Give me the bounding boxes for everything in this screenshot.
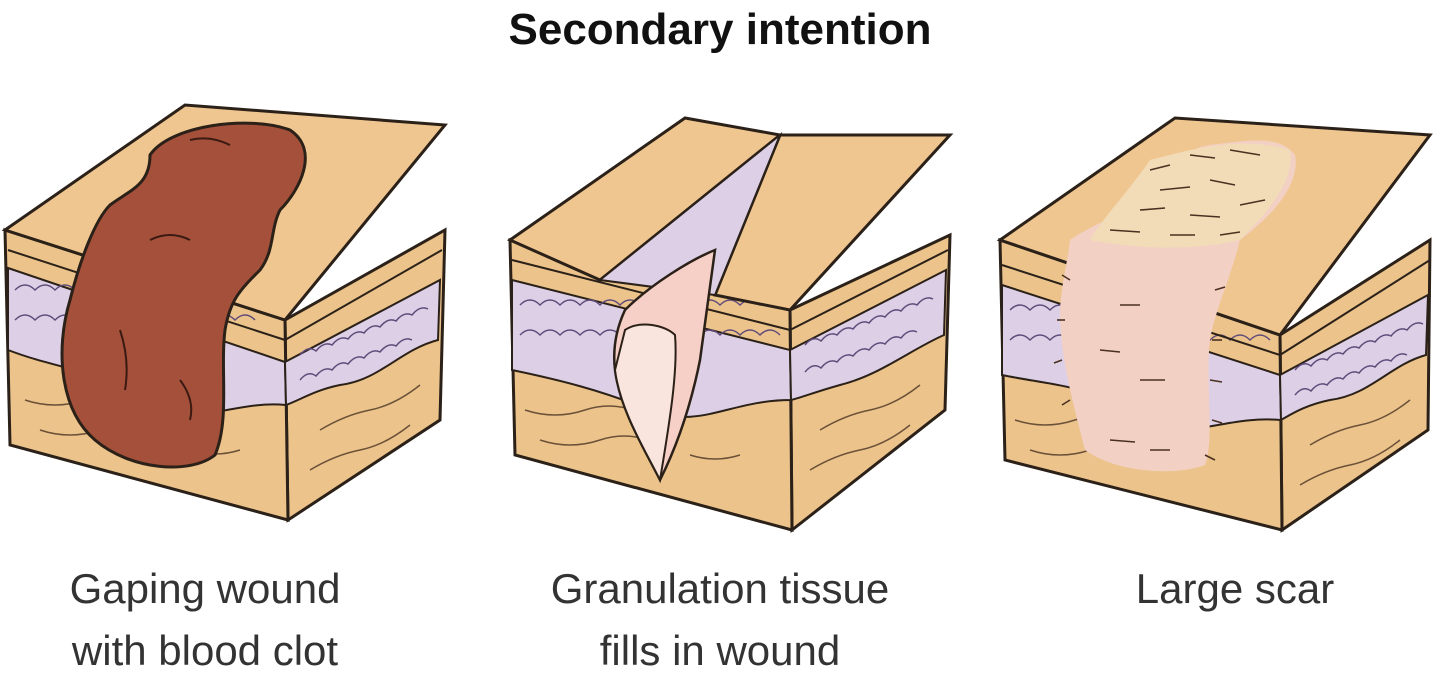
- stage-gaping-wound: [0, 100, 470, 540]
- stage-granulation: [500, 110, 970, 550]
- dermis-layer-side: [788, 268, 948, 402]
- diagram-title: Secondary intention: [508, 5, 932, 54]
- caption-large-scar: Large scar: [1000, 558, 1440, 620]
- stage-large-scar: [990, 110, 1440, 550]
- blood-clot: [60, 121, 307, 469]
- dermis-layer-side: [1278, 293, 1430, 422]
- caption-line: fills in wound: [599, 627, 841, 674]
- caption-granulation: Granulation tissue fills in wound: [485, 558, 955, 682]
- skin-block-large-scar: [996, 116, 1433, 533]
- skin-block-granulation: [506, 116, 954, 534]
- caption-gaping-wound: Gaping wound with blood clot: [0, 558, 440, 682]
- caption-line: Gaping wound: [69, 565, 341, 612]
- caption-line: Granulation tissue: [550, 565, 890, 612]
- scar-top-surface: [1090, 143, 1291, 248]
- caption-line: with blood clot: [71, 627, 339, 674]
- skin-block-gaping-wound: [1, 103, 448, 523]
- caption-line: Large scar: [1135, 565, 1335, 612]
- dermis-layer-side: [283, 278, 442, 407]
